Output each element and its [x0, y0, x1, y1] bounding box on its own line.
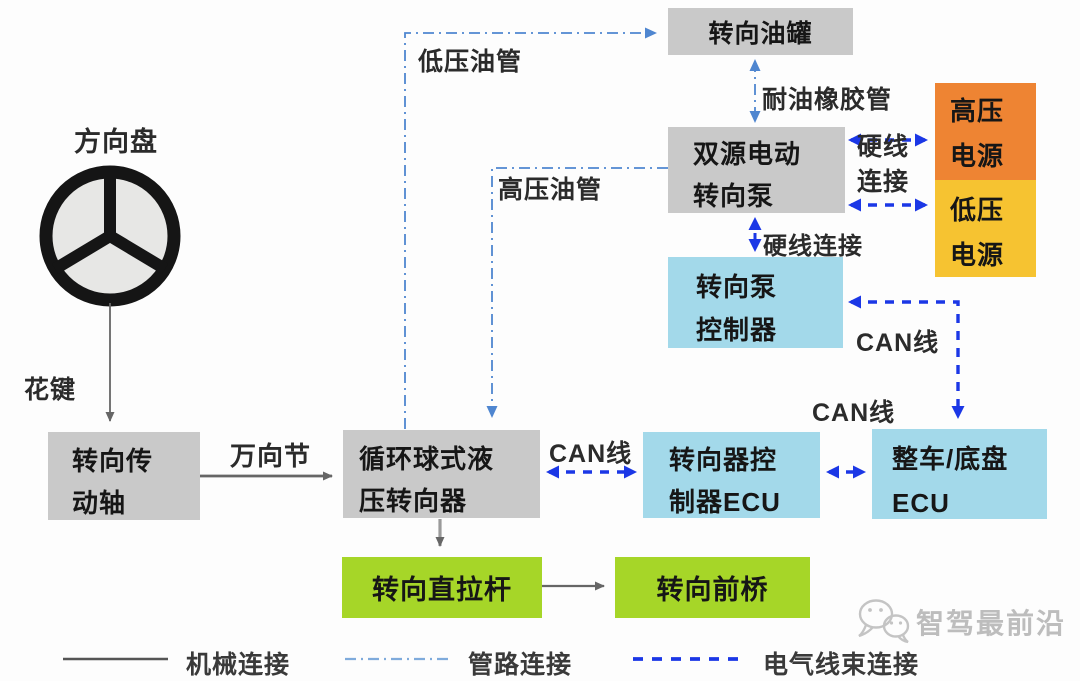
- hardwire-power-label: 硬线 连接: [857, 130, 909, 200]
- node-hv-power-label-2: 电源: [950, 141, 1005, 171]
- node-shaft-label-2: 动轴: [72, 488, 127, 518]
- node-drag-link-label: 转向直拉杆: [372, 575, 512, 605]
- steering-wheel-label: 方向盘: [74, 127, 158, 157]
- node-steering-gear-label-1: 循环球式液: [359, 444, 495, 474]
- node-tank-label: 转向油罐: [708, 19, 813, 48]
- can-vehicle-label: CAN线: [812, 399, 896, 427]
- node-tank: 转向油罐: [668, 8, 853, 55]
- node-pump: 双源电动 转向泵: [668, 127, 845, 213]
- wechat-icon: [858, 599, 910, 644]
- mechanical-connectors: [105, 303, 605, 591]
- node-shaft: 转向传 动轴: [48, 432, 200, 520]
- node-shaft-label-1: 转向传: [72, 446, 154, 476]
- node-gear-ecu: 转向器控 制器ECU: [643, 432, 820, 518]
- can-gear-label: CAN线: [549, 440, 633, 468]
- node-lv-power-label-1: 低压: [950, 195, 1005, 225]
- node-front-axle: 转向前桥: [615, 557, 810, 618]
- legend-electrical-label: 电气线束连接: [763, 651, 920, 679]
- watermark-text: 智驾最前沿: [916, 608, 1067, 639]
- legend-pipeline-label: 管路连接: [468, 651, 573, 679]
- node-gear-ecu-label-2: 制器ECU: [669, 487, 781, 517]
- hardwire-controller-label: 硬线连接: [763, 233, 863, 260]
- node-drag-link: 转向直拉杆: [342, 557, 542, 618]
- hardwire-power-label-1: 硬线: [857, 133, 910, 161]
- steering-wheel-icon: [39, 165, 181, 307]
- hardwire-power-label-2: 连接: [857, 168, 910, 196]
- pipeline-connectors: [404, 27, 761, 429]
- node-vehicle-ecu: 整车/底盘 ECU: [872, 429, 1047, 519]
- node-vehicle-ecu-label-1: 整车/底盘: [892, 444, 1009, 474]
- node-vehicle-ecu-label-2: ECU: [892, 488, 950, 518]
- node-front-axle-label: 转向前桥: [656, 575, 769, 605]
- node-lv-power: 低压 电源: [935, 180, 1036, 277]
- node-steering-gear-label-2: 压转向器: [359, 486, 468, 516]
- node-pump-controller: 转向泵 控制器: [668, 257, 843, 348]
- oil-resistant-hose-label: 耐油橡胶管: [762, 86, 893, 114]
- electrical-connectors: [546, 133, 965, 479]
- universal-joint-label: 万向节: [230, 441, 312, 471]
- node-pump-controller-label-1: 转向泵: [696, 272, 778, 302]
- node-hv-power: 高压 电源: [935, 83, 1036, 180]
- spline-label: 花键: [24, 376, 77, 404]
- node-lv-power-label-2: 电源: [950, 240, 1005, 270]
- can-pump-label: CAN线: [856, 329, 940, 357]
- high-pressure-pipe-label: 高压油管: [498, 176, 603, 204]
- low-pressure-pipe-label: 低压油管: [418, 48, 523, 76]
- legend-mechanical-label: 机械连接: [186, 651, 291, 679]
- node-hv-power-label-1: 高压: [950, 96, 1005, 126]
- node-steering-gear: 循环球式液 压转向器: [343, 430, 540, 518]
- node-gear-ecu-label-1: 转向器控: [669, 445, 778, 475]
- node-pump-controller-label-2: 控制器: [696, 315, 778, 345]
- node-pump-label-2: 转向泵: [693, 181, 775, 211]
- node-pump-label-1: 双源电动: [693, 139, 802, 169]
